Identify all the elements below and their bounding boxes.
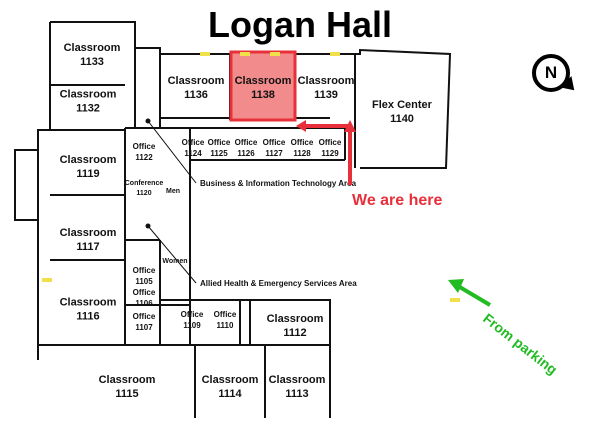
room-label-o1110: Office <box>214 310 237 319</box>
room-label-o1125: Office <box>208 138 231 147</box>
route-arrowhead-icon <box>296 120 306 132</box>
area-leader-line <box>147 225 197 284</box>
room-number-o1124: 1124 <box>184 149 202 158</box>
room-number-o1109: 1109 <box>183 321 201 330</box>
wall-segment <box>195 299 331 346</box>
room-number-fc1140: 1140 <box>390 113 414 125</box>
room-number-o1125: 1125 <box>210 149 228 158</box>
room-label-c1117: Classroom <box>60 227 117 239</box>
room-number-c1116: 1116 <box>76 311 99 323</box>
room-label-o1122: Office <box>133 142 156 151</box>
room-label-women: Women <box>162 258 187 265</box>
door-marker <box>330 52 340 56</box>
route-arrowhead-up-icon <box>344 120 356 132</box>
room-label-c1136: Classroom <box>168 75 225 87</box>
room-label-o1109: Office <box>181 310 204 319</box>
room-number-c1136: 1136 <box>184 89 208 101</box>
north-compass-icon: N <box>532 54 570 92</box>
room-label-o1105: Office <box>133 266 156 275</box>
room-number-c1114: 1114 <box>218 388 242 400</box>
room-label-o1126: Office <box>235 138 258 147</box>
room-number-c1139: 1139 <box>314 89 338 101</box>
room-number-c1115: 1115 <box>115 388 138 400</box>
room-label-o1128: Office <box>291 138 314 147</box>
room-number-o1106: 1106 <box>135 299 153 308</box>
room-number-o1110: 1110 <box>217 321 234 330</box>
door-marker <box>450 298 460 302</box>
area-label-ahes: Allied Health & Emergency Services Area <box>200 279 357 288</box>
parking-arrow-shaft <box>456 284 492 307</box>
room-label-c1132: Classroom <box>60 89 117 101</box>
room-label-c1138: Classroom <box>235 75 292 87</box>
area-leader-line <box>147 120 197 184</box>
room-label-c1133: Classroom <box>64 42 121 54</box>
door-marker <box>240 52 250 56</box>
room-label-c1115: Classroom <box>99 374 156 386</box>
wall-segment <box>14 149 39 221</box>
area-leader-dot <box>145 223 151 229</box>
door-marker <box>270 52 280 56</box>
room-label-o1127: Office <box>263 138 286 147</box>
door-marker <box>42 278 52 282</box>
room-label-c1114: Classroom <box>202 374 259 386</box>
room-label-o1129: Office <box>319 138 342 147</box>
room-number-o1122: 1122 <box>135 153 153 162</box>
room-number-o1129: 1129 <box>321 149 339 158</box>
building-title: Logan Hall <box>207 4 392 45</box>
room-label-c1119: Classroom <box>60 154 117 166</box>
room-number-o1127: 1127 <box>265 149 283 158</box>
room-label-o1106: Office <box>133 288 156 297</box>
wall-segment <box>195 299 241 345</box>
wall-segment <box>37 22 51 360</box>
door-marker <box>200 52 210 56</box>
room-label-men: Men <box>166 188 180 195</box>
you-are-here-label: We are here <box>352 192 443 209</box>
room-number-c1133: 1133 <box>80 56 104 68</box>
area-label-bit: Business & Information Technology Area <box>200 179 357 188</box>
wall-segment <box>159 54 180 129</box>
room-number-o1105: 1105 <box>135 277 153 286</box>
room-label-c1139: Classroom <box>298 75 355 87</box>
room-number-c1119: 1119 <box>76 168 99 180</box>
room-number-c1112: 1112 <box>283 327 306 339</box>
room-label-c1116: Classroom <box>60 297 117 309</box>
room-number-o1128: 1128 <box>293 149 311 158</box>
area-leader-dot <box>145 118 151 124</box>
room-label-c1112: Classroom <box>267 313 324 325</box>
room-number-c1117: 1117 <box>76 241 99 253</box>
room-label-fc1140: Flex Center <box>372 99 433 111</box>
highlighted-room-c1138 <box>229 50 297 122</box>
parking-arrowhead-icon <box>448 279 464 293</box>
room-number-c1113: 1113 <box>285 388 308 400</box>
room-number-c1132: 1132 <box>76 103 100 115</box>
room-label-o1107: Office <box>133 312 156 321</box>
room-label-conf1120: Conference <box>125 180 164 187</box>
room-number-c1138: 1138 <box>251 89 275 101</box>
room-number-o1126: 1126 <box>237 149 255 158</box>
room-number-o1107: 1107 <box>135 323 153 332</box>
room-label-o1124: Office <box>182 138 205 147</box>
room-label-c1113: Classroom <box>269 374 326 386</box>
room-number-conf1120: 1120 <box>136 190 151 197</box>
